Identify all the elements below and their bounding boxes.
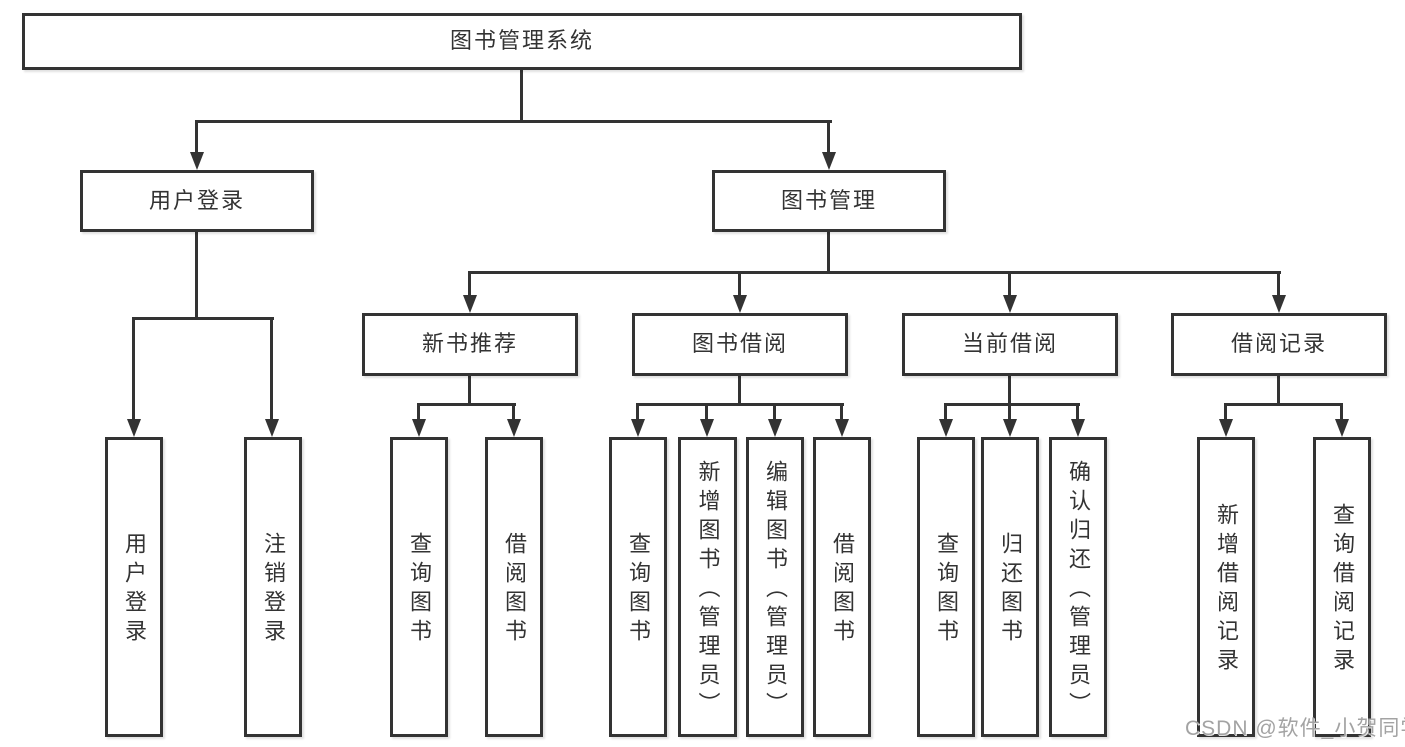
edge-stem-newbook — [468, 271, 471, 296]
edge-current-bar — [944, 403, 1080, 406]
leaf-query-borrow-record: 查询借阅记录 — [1313, 437, 1371, 737]
arrowhead-g5a — [1219, 419, 1233, 437]
edge-stem-g5b — [1340, 403, 1343, 420]
arrowhead-user-login — [190, 152, 204, 170]
leaf-user-login: 用户登录 — [105, 437, 163, 737]
node-borrow-records: 借阅记录 — [1171, 313, 1387, 376]
arrowhead-g3b — [700, 419, 714, 437]
arrowhead-g5b — [1335, 419, 1349, 437]
arrowhead-g3c — [768, 419, 782, 437]
arrowhead-login-leaf — [127, 419, 141, 437]
leaf-query-book-2: 查询图书 — [609, 437, 667, 737]
edge-stem-logout-leaf — [270, 317, 273, 420]
edge-stem-g3a — [636, 403, 639, 420]
arrowhead-g4b — [1003, 419, 1017, 437]
leaf-add-borrow-record: 新增借阅记录 — [1197, 437, 1255, 737]
edge-records-trunk — [1277, 376, 1280, 406]
edge-stem-g4b — [1008, 403, 1011, 420]
edge-stem-g4c — [1076, 403, 1079, 420]
edge-stem-login-leaf — [132, 317, 135, 420]
edge-borrow-bar — [636, 403, 844, 406]
csdn-watermark: CSDN @软件_小贺同学 — [1185, 717, 1405, 740]
edge-stem-g4a — [944, 403, 947, 420]
edge-stem-book-mgmt — [827, 120, 830, 153]
edge-root-trunk — [520, 70, 523, 122]
arrowhead-current — [1003, 295, 1017, 313]
edge-stem-g3d — [840, 403, 843, 420]
arrowhead-g3a — [631, 419, 645, 437]
edge-newbook-trunk — [468, 376, 471, 406]
edge-current-trunk — [1008, 376, 1011, 406]
edge-userlogin-trunk — [195, 232, 198, 320]
arrowhead-g4a — [939, 419, 953, 437]
edge-stem-borrow — [738, 271, 741, 296]
leaf-logout: 注销登录 — [244, 437, 302, 737]
arrowhead-records — [1272, 295, 1286, 313]
edge-root-bar — [195, 120, 832, 123]
arrowhead-g2b — [507, 419, 521, 437]
edge-newbook-bar — [417, 403, 516, 406]
arrowhead-g4c — [1071, 419, 1085, 437]
edge-bookmgmt-trunk — [827, 232, 830, 273]
node-new-book-recommend: 新书推荐 — [362, 313, 578, 376]
edge-bookmgmt-bar — [468, 271, 1281, 274]
edge-stem-g3c — [773, 403, 776, 420]
edge-stem-user-login — [195, 120, 198, 153]
leaf-query-book-1: 查询图书 — [390, 437, 448, 737]
leaf-borrow-book-2: 借阅图书 — [813, 437, 871, 737]
arrowhead-newbook — [463, 295, 477, 313]
node-book-borrow: 图书借阅 — [632, 313, 848, 376]
node-book-management: 图书管理 — [712, 170, 946, 232]
leaf-add-book-admin: 新增图书（管理员） — [678, 437, 737, 737]
arrowhead-g2a — [412, 419, 426, 437]
arrowhead-logout-leaf — [265, 419, 279, 437]
node-current-borrow: 当前借阅 — [902, 313, 1118, 376]
node-root-system: 图书管理系统 — [22, 13, 1022, 70]
edge-stem-g3b — [705, 403, 708, 420]
edge-stem-records — [1277, 271, 1280, 296]
arrowhead-book-mgmt — [822, 152, 836, 170]
arrowhead-borrow — [733, 295, 747, 313]
leaf-confirm-return-admin: 确认归还（管理员） — [1049, 437, 1107, 737]
edge-stem-g2a — [417, 403, 420, 420]
leaf-borrow-book-1: 借阅图书 — [485, 437, 543, 737]
edge-stem-g2b — [512, 403, 515, 420]
edge-stem-current — [1008, 271, 1011, 296]
edge-stem-g5a — [1224, 403, 1227, 420]
edge-userlogin-bar — [132, 317, 274, 320]
leaf-query-book-3: 查询图书 — [917, 437, 975, 737]
leaf-return-book: 归还图书 — [981, 437, 1039, 737]
node-user-login: 用户登录 — [80, 170, 314, 232]
arrowhead-g3d — [835, 419, 849, 437]
edge-records-bar — [1224, 403, 1343, 406]
leaf-edit-book-admin: 编辑图书（管理员） — [746, 437, 804, 737]
edge-borrow-trunk — [738, 376, 741, 406]
